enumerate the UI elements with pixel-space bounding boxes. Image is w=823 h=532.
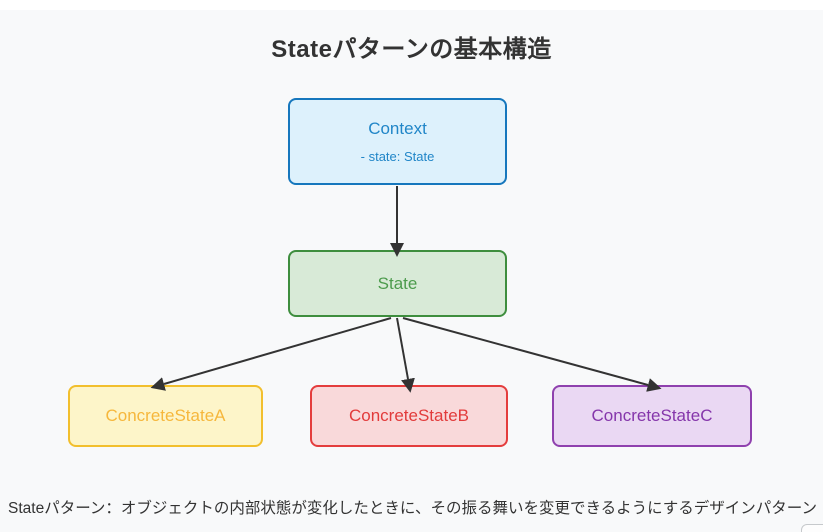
arrow-state-to-concrete-c	[402, 317, 662, 392]
node-state: State	[288, 250, 507, 317]
node-concrete-state-c-label: ConcreteStateC	[591, 406, 713, 425]
node-context-attribute: - state: State	[360, 149, 435, 164]
cutoff-corner-button[interactable]	[801, 524, 823, 532]
node-concrete-state-c: ConcreteStateC	[552, 385, 752, 447]
node-concrete-state-b: ConcreteStateB	[310, 385, 508, 447]
node-concrete-state-a-label: ConcreteStateA	[105, 406, 226, 425]
diagram-title: Stateパターンの基本構造	[271, 36, 552, 63]
arrow-state-to-concrete-a	[150, 317, 392, 391]
top-white-strip	[0, 0, 823, 10]
node-context-label: Context	[368, 119, 427, 138]
node-concrete-state-b-label: ConcreteStateB	[348, 406, 469, 425]
diagram-caption: Stateパターン：オブジェクトの内部状態が変化したときに、その振る舞いを変更で…	[8, 500, 818, 517]
node-context: Context - state: State	[288, 98, 507, 185]
node-concrete-state-a: ConcreteStateA	[68, 385, 263, 447]
node-state-label: State	[377, 273, 418, 293]
arrow-state-to-concrete-b	[396, 317, 415, 393]
